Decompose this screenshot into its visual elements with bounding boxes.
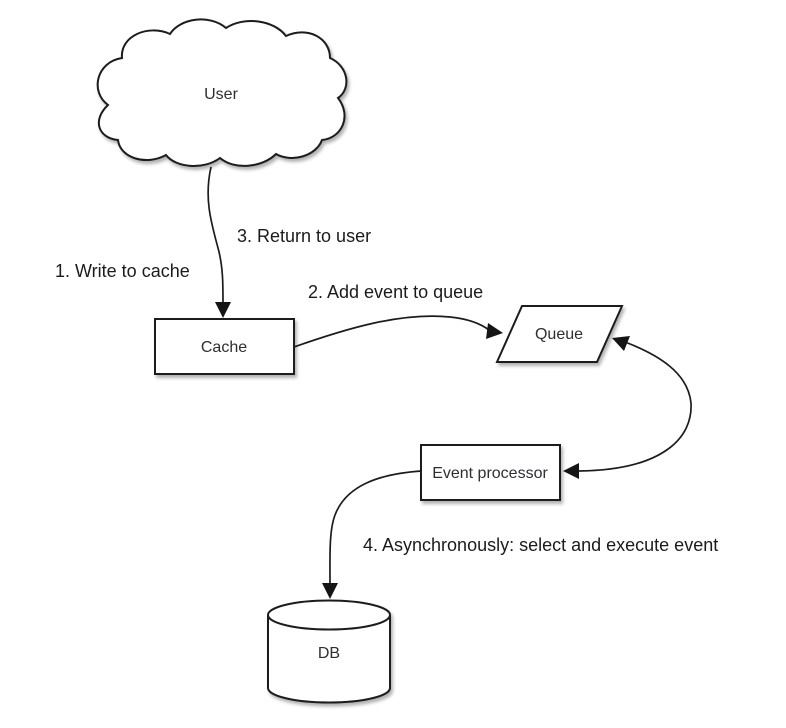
cache-label: Cache [201, 339, 247, 356]
arrowhead-into-db [322, 583, 338, 599]
arrowhead-into-cache [215, 302, 231, 318]
edge-cache-to-queue [293, 315, 490, 348]
arrowhead-into-queue-left [486, 323, 503, 339]
arrowhead-into-queue-right [612, 336, 630, 351]
edge-event-processor-to-db [329, 470, 422, 585]
edge-queue-event-processor [578, 341, 692, 472]
label-step2-add-event-to-queue: 2. Add event to queue [308, 282, 483, 302]
arrowhead-into-event-processor [563, 463, 579, 479]
node-cache: Cache [154, 318, 295, 375]
db-label: DB [318, 645, 340, 662]
queue-label: Queue [535, 326, 583, 343]
label-step1-write-to-cache: 1. Write to cache [55, 261, 190, 281]
node-queue: Queue [495, 305, 624, 363]
db-cylinder [267, 599, 391, 704]
user-label: User [204, 86, 238, 103]
queue-parallelogram [495, 305, 624, 363]
edges [207, 166, 692, 585]
edge-labels: 1. Write to cache 2. Add event to queue … [55, 226, 718, 555]
user-cloud-shape [96, 18, 348, 167]
label-step4-async-execute: 4. Asynchronously: select and execute ev… [363, 535, 718, 555]
event-processor-box [420, 444, 561, 501]
event-processor-label: Event processor [432, 465, 548, 482]
label-step3-return-to-user: 3. Return to user [237, 226, 371, 246]
node-db: DB [267, 599, 391, 704]
cache-box [154, 318, 295, 375]
node-event-processor: Event processor [420, 444, 561, 501]
node-user: User [96, 18, 348, 167]
edge-user-to-cache [207, 166, 224, 304]
arrowheads [215, 302, 630, 599]
